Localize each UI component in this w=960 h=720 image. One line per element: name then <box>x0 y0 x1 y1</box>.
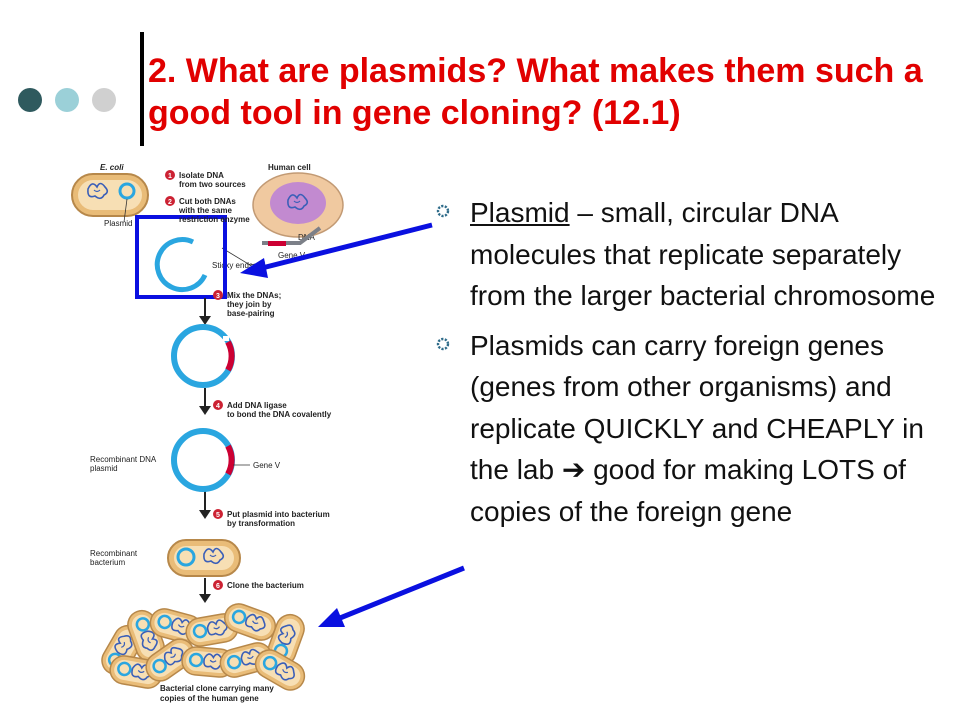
gear-bullet-icon <box>436 325 470 356</box>
arrow-right-icon: ➔ <box>561 454 586 485</box>
sticky-ends-label: Sticky ends <box>212 261 253 270</box>
pointer-arrow-plasmid <box>240 222 433 278</box>
slide-title: 2. What are plasmids? What makes them su… <box>148 52 923 132</box>
step-label: Isolate DNA <box>179 171 224 180</box>
step-number: 5 <box>216 512 220 519</box>
step-number-badge <box>213 580 223 590</box>
ecoli-label: E. coli <box>100 163 124 172</box>
step-number-badge <box>213 509 223 519</box>
gene-v-label-2: Gene V <box>253 461 281 470</box>
step-label: by transformation <box>227 519 295 528</box>
decoration-dot <box>92 88 116 112</box>
gene-v-label: Gene V <box>278 251 306 260</box>
bullet-text: Plasmids can carry foreign genes (genes … <box>470 325 936 533</box>
plasmid-label: Plasmid <box>104 219 132 228</box>
step-label: from two sources <box>179 180 246 189</box>
step-label: Mix the DNAs; <box>227 291 281 300</box>
flow-arrows <box>199 298 211 603</box>
human-cell <box>252 172 344 238</box>
step-number: 6 <box>216 583 220 590</box>
recombinant-bacterium-label: Recombinant <box>90 549 138 558</box>
recombinant-plasmid-label: Recombinant DNA <box>90 455 157 464</box>
title-decoration-dots <box>18 88 116 112</box>
recombinant-plasmid-label-2: plasmid <box>90 464 118 473</box>
step-label: base-pairing <box>227 309 275 318</box>
decoration-dot <box>18 88 42 112</box>
plasmid-highlight-box <box>135 215 227 299</box>
step-label: Clone the bacterium <box>227 581 304 590</box>
human-cell-label: Human cell <box>268 163 311 172</box>
step-number-badge <box>213 400 223 410</box>
step-label: they join by <box>227 300 272 309</box>
plasmid-definition: – small, circular DNA molecules that rep… <box>470 197 936 311</box>
decoration-dot <box>55 88 79 112</box>
step-label: Put plasmid into bacterium <box>227 510 330 519</box>
step-number: 4 <box>216 403 220 410</box>
step-number-badge <box>213 290 223 300</box>
step-label: to bond the DNA covalently <box>227 410 332 419</box>
title-divider <box>140 32 144 146</box>
ecoli-cell <box>71 173 149 217</box>
bullet-text: Plasmid – small, circular DNA molecules … <box>470 192 936 317</box>
clone-caption-2: copies of the human gene <box>160 694 259 703</box>
step-label: Cut both DNAs <box>179 197 236 206</box>
step-number-badge <box>165 170 175 180</box>
step-number: 1 <box>168 173 172 180</box>
step-number-badge <box>165 196 175 206</box>
benefits-text-after: good for making LOTS of copies of the fo… <box>470 454 906 527</box>
dna-fragment <box>262 226 322 246</box>
benefits-text: Plasmids can carry foreign genes (genes … <box>470 329 924 486</box>
bullet-list: Plasmid – small, circular DNA molecules … <box>436 192 936 540</box>
bullet-item-benefits: Plasmids can carry foreign genes (genes … <box>436 325 936 533</box>
recombinant-plasmid <box>171 428 235 492</box>
step-label: with the same <box>178 206 232 215</box>
pointer-arrow-clone <box>318 565 465 627</box>
step-label: restriction enzyme <box>179 215 250 224</box>
recombinant-bacterium <box>167 539 241 577</box>
joined-plasmid <box>171 324 235 388</box>
bullet-item-plasmid: Plasmid – small, circular DNA molecules … <box>436 192 936 317</box>
step-number: 3 <box>216 293 220 300</box>
recombinant-bacterium-label-2: bacterium <box>90 558 125 567</box>
bacterial-clone-cluster <box>97 600 310 695</box>
step-label: Add DNA ligase <box>227 401 287 410</box>
gear-bullet-icon <box>436 192 470 223</box>
plasmid-term: Plasmid <box>470 197 570 228</box>
step-number: 2 <box>168 199 172 206</box>
clone-caption: Bacterial clone carrying many <box>160 684 274 693</box>
